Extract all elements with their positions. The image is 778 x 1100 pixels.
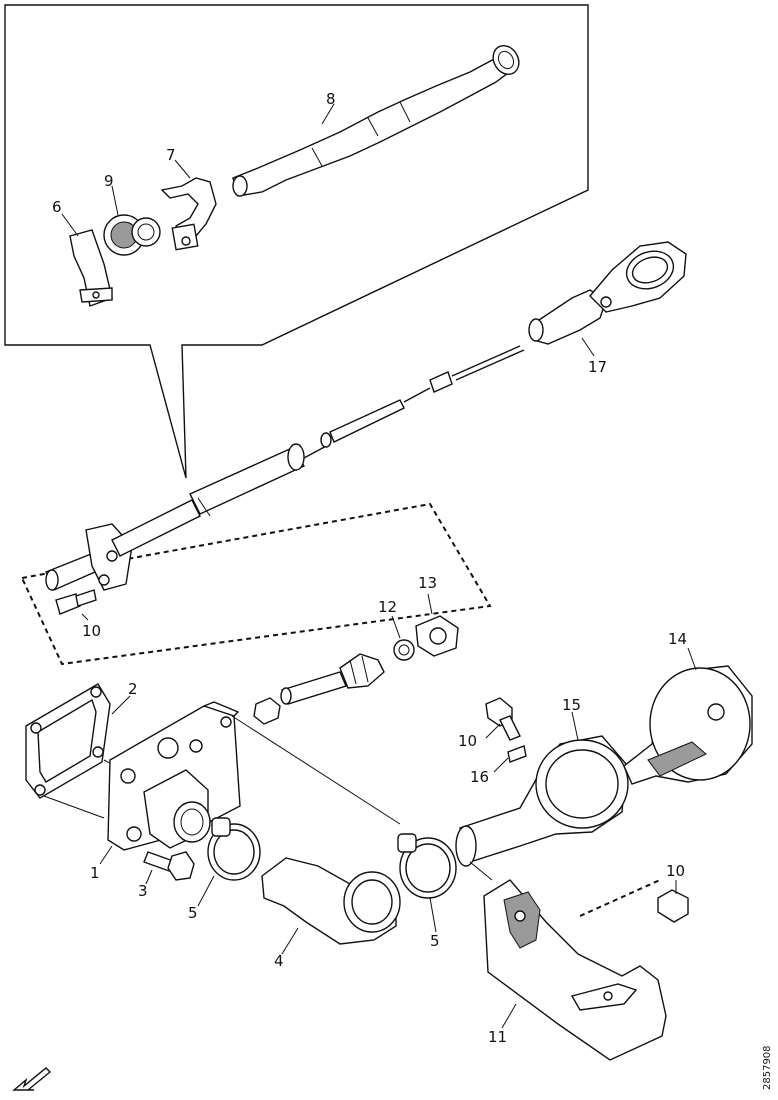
gear-rod-parts bbox=[253, 593, 459, 725]
callout-10-upper: 10 bbox=[82, 622, 101, 640]
callout-10-mid: 10 bbox=[458, 732, 477, 750]
inset-tube-part-8 bbox=[232, 44, 520, 197]
dashed-detail-group bbox=[20, 499, 492, 666]
seal-part-16 bbox=[493, 745, 527, 773]
bolt-part-10-lower bbox=[579, 879, 689, 923]
callout-9: 9 bbox=[104, 172, 114, 190]
callout-8: 8 bbox=[326, 90, 336, 108]
callout-5-right: 5 bbox=[430, 932, 440, 950]
callout-10-lower: 10 bbox=[666, 862, 685, 880]
detail-inset bbox=[4, 4, 589, 479]
drawing-code: 2857908 bbox=[762, 1045, 773, 1090]
inset-bracket-part-7 bbox=[160, 177, 217, 251]
inset-nut-part-9 bbox=[103, 214, 161, 256]
bolt-part-10-mid bbox=[485, 697, 521, 741]
callout-14: 14 bbox=[668, 630, 687, 648]
hose-part-4 bbox=[261, 857, 401, 955]
gasket-part-2 bbox=[25, 683, 135, 819]
inset-clip-part-6 bbox=[69, 229, 113, 307]
callout-13: 13 bbox=[418, 574, 437, 592]
bolt-part-3 bbox=[143, 851, 195, 885]
housing-part-1 bbox=[99, 701, 401, 865]
shift-cable-assembly bbox=[189, 345, 525, 517]
callout-16: 16 bbox=[470, 768, 489, 786]
callout-labels: 8 7 9 6 17 10 12 13 2 14 15 10 16 1 3 5 … bbox=[52, 90, 773, 1090]
callout-12: 12 bbox=[378, 598, 397, 616]
callout-5-left: 5 bbox=[188, 904, 198, 922]
callout-17: 17 bbox=[588, 358, 607, 376]
callout-6: 6 bbox=[52, 198, 62, 216]
front-direction-arrow-icon bbox=[12, 1067, 52, 1091]
clamp-part-5-left bbox=[197, 817, 261, 907]
callout-7: 7 bbox=[166, 146, 176, 164]
bracket-part-11 bbox=[469, 861, 667, 1061]
callout-15: 15 bbox=[562, 696, 581, 714]
cable-end-part-17 bbox=[528, 241, 687, 357]
callout-1: 1 bbox=[90, 864, 100, 882]
housing-part-14 bbox=[623, 647, 753, 785]
callout-11: 11 bbox=[488, 1028, 507, 1046]
callout-3: 3 bbox=[138, 882, 148, 900]
callout-4: 4 bbox=[274, 952, 284, 970]
elbow-part-15 bbox=[455, 711, 629, 867]
clamp-part-5-right bbox=[397, 833, 457, 933]
callout-2: 2 bbox=[128, 680, 138, 698]
